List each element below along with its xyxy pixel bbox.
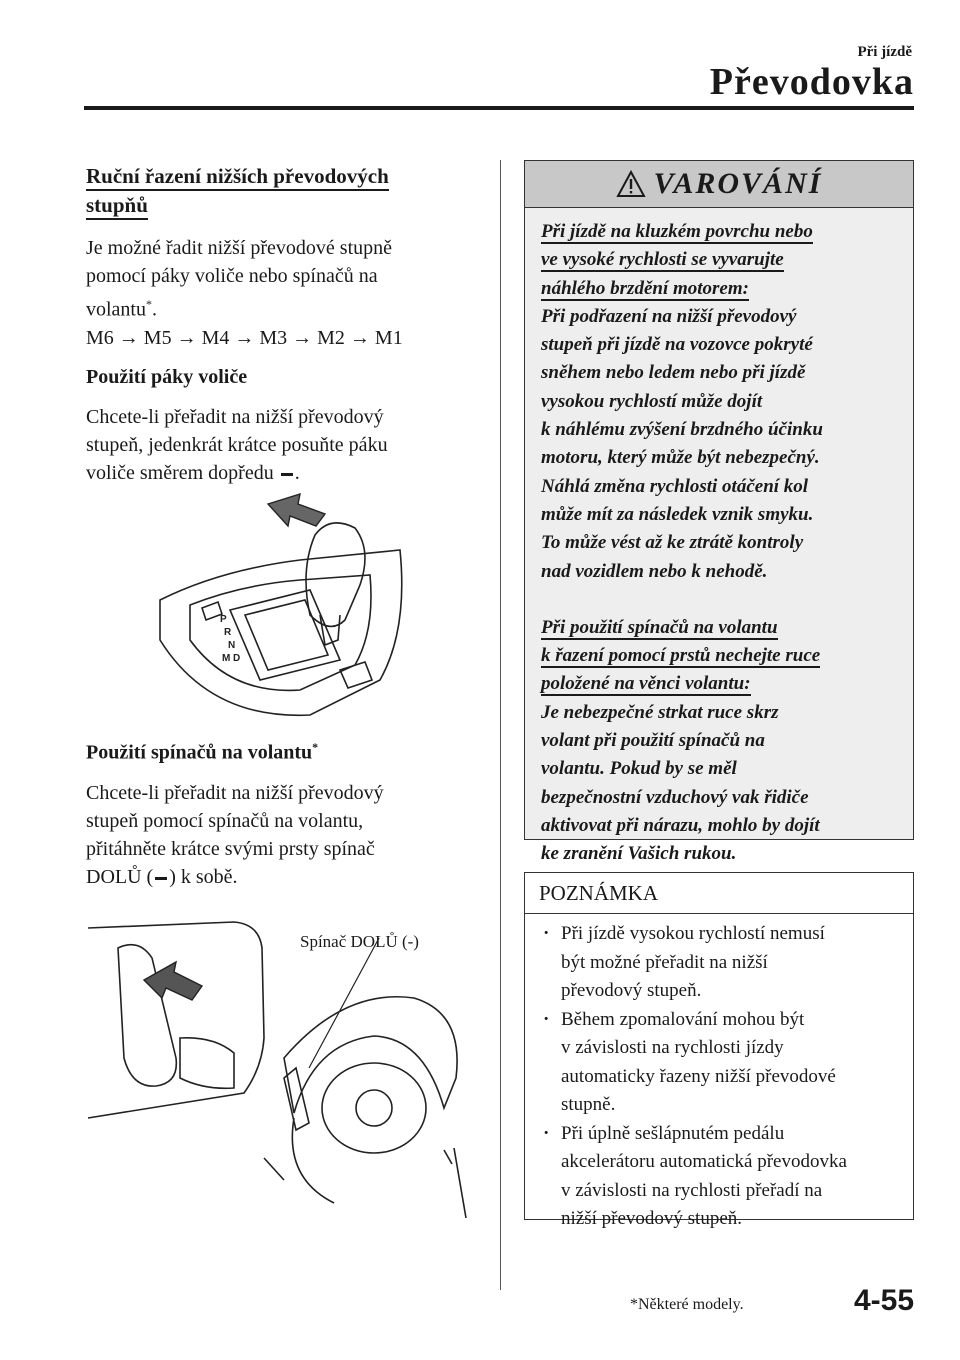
shift-lever-illustration: P R N D M — [159, 492, 403, 717]
warning-box: VAROVÁNÍ Při jízdě na kluzkém povrchu ne… — [524, 160, 914, 864]
note-box: POZNÁMKA Při jízdě vysokou rychlostí nem… — [524, 872, 914, 1229]
page-title: Převodovka — [709, 61, 914, 103]
header-section-label: Při jízdě — [857, 44, 912, 60]
header-rule — [84, 106, 914, 110]
gear-label-n: N — [228, 640, 235, 651]
warning-title: VAROVÁNÍ — [653, 167, 823, 200]
warning-triangle-icon — [615, 170, 646, 197]
lever-heading: Použití páky voliče — [86, 365, 248, 388]
column-divider — [500, 160, 501, 1290]
minus-symbol — [155, 876, 168, 880]
intro-paragraph: Je možné řadit nižší převodové stupně po… — [86, 237, 403, 349]
note-title: POZNÁMKA — [525, 873, 913, 914]
left-column-lower: Použití spínačů na volantu* Chcete-li př… — [86, 740, 486, 905]
minus-symbol — [280, 472, 293, 476]
note-item: Při úplně sešlápnutém pedáluakcelerátoru… — [543, 1120, 903, 1234]
gear-label-r: R — [224, 627, 232, 638]
warning-body: Při jízdě na kluzkém povrchu nebo ve vys… — [541, 221, 823, 865]
steering-wheel-illustration — [87, 921, 467, 1218]
page-number: 4-55 — [853, 1284, 914, 1317]
gear-label-m: M — [222, 653, 230, 664]
figure-callout-label: Spínač DOLŮ (-) — [300, 932, 419, 951]
lever-paragraph: Chcete-li přeřadit na nižší převodový st… — [86, 405, 388, 484]
footnote: *Některé modely. — [630, 1296, 744, 1313]
wheel-heading: Použití spínačů na volantu* — [86, 740, 319, 764]
gear-label-d: D — [233, 653, 240, 664]
gear-sequence: M6 → M5 → M4 → M3 → M2 → M1 — [86, 326, 403, 349]
wheel-paragraph: Chcete-li přeřadit na nižší převodový st… — [86, 781, 384, 888]
gear-label-p: P — [220, 614, 227, 625]
warning-header: VAROVÁNÍ — [525, 161, 913, 208]
